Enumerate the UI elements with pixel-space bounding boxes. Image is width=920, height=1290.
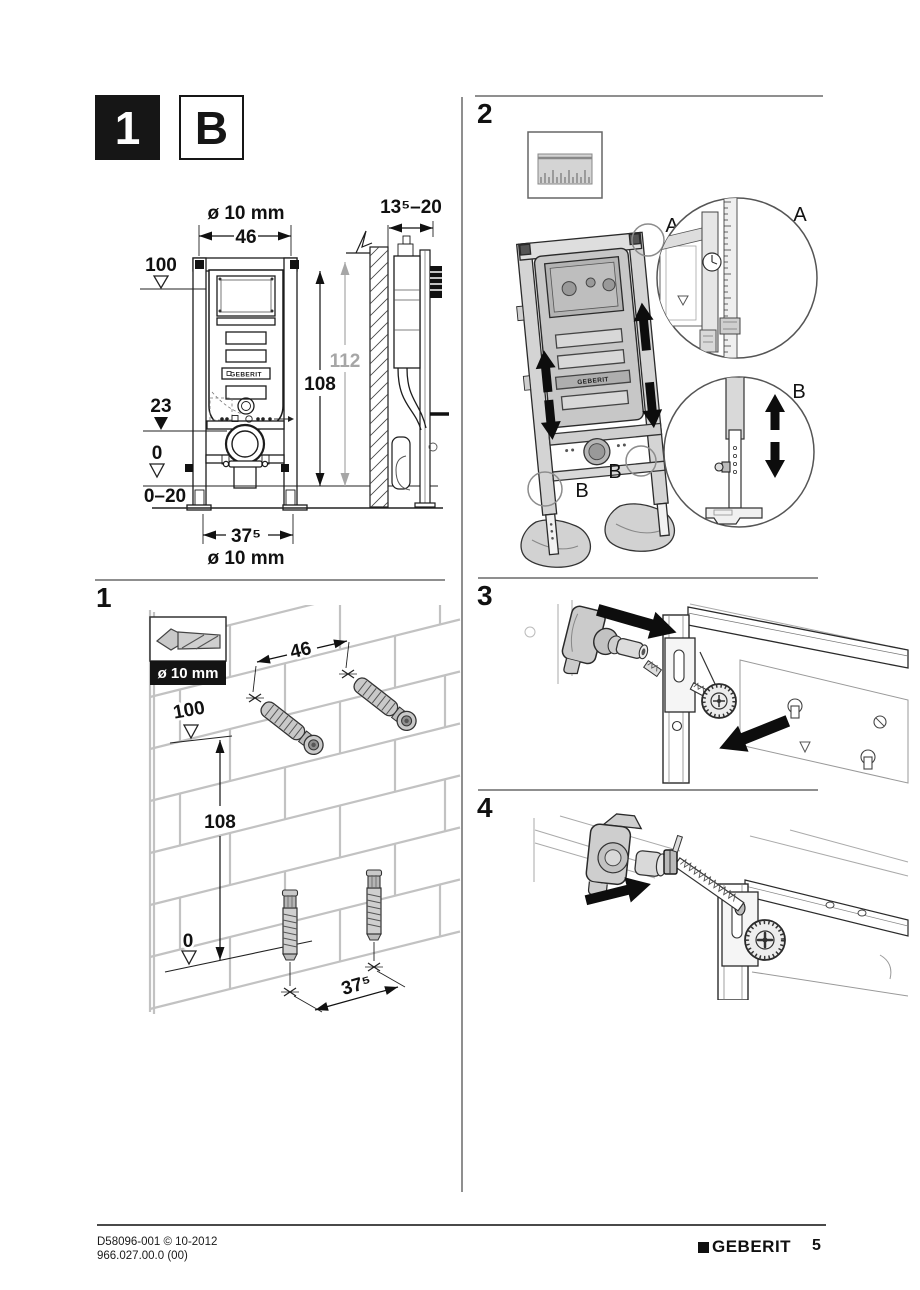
tape-measure-icon: [527, 131, 603, 199]
dim-23-label: 23: [150, 396, 171, 417]
frame-front-view: [185, 257, 308, 511]
mounting-frame: GEBERIT: [515, 231, 670, 556]
dimension-width-top: 46 ø 10 mm: [198, 203, 292, 256]
page-number: 5: [812, 1237, 821, 1254]
callout-circle-a: [631, 223, 665, 257]
callout-circle-b-left: [527, 471, 563, 507]
dim-100-label: 100: [145, 255, 177, 276]
section-1-figure: ø 10 mm 46 100 108: [148, 605, 461, 1015]
wall-bracket: [585, 813, 668, 896]
dimension-floor-spacing: 37⁵: [293, 969, 406, 1015]
geberit-logo-text: GEBERIT: [712, 1237, 792, 1256]
callout-b-right-label: B: [608, 461, 621, 483]
drill-bit-icon: [149, 616, 227, 685]
drill-size-badge: ø 10 mm: [158, 665, 219, 682]
adjustable-leg: [728, 429, 742, 509]
detail-b-label: B: [792, 381, 805, 403]
callout-circle-b-right: [625, 445, 657, 477]
push-arrow: [584, 877, 651, 906]
section-3-figure: [524, 600, 909, 784]
dimension-depth-range: 13⁵–20: [380, 197, 442, 237]
detail-circle-a: A: [656, 197, 818, 359]
frame-lower-panel: [751, 954, 909, 997]
floor-mark-left: [280, 987, 300, 997]
dim-drill-bottom-label: ø 10 mm: [207, 548, 284, 569]
frame-top-rail: [687, 606, 909, 669]
section-4-figure: [533, 813, 909, 1000]
divider-left: [95, 579, 445, 581]
detail-a-label: A: [793, 204, 807, 226]
dim-0-label: 0: [152, 443, 163, 464]
rod-stub: [643, 660, 663, 678]
dimension-level-0: 0: [180, 929, 198, 966]
footer-doc-code: D58096-001 © 10-2012: [97, 1236, 218, 1248]
knurled-nut: [701, 683, 737, 719]
dim-108-label: 108: [204, 812, 236, 833]
mounting-plate: [430, 266, 442, 298]
dim-drill-top-label: ø 10 mm: [207, 203, 284, 224]
divider-column: [461, 97, 463, 1192]
dimension-width-bottom: 37⁵ ø 10 mm: [202, 514, 294, 569]
callout-b-left-label: B: [575, 480, 588, 502]
divider-right-mid: [478, 577, 818, 579]
overview-dimension-figure: GEBERIT: [140, 197, 449, 569]
geberit-logo: GEBERIT: [698, 1237, 791, 1257]
frame-side-view: [346, 225, 449, 508]
dim-100-label: 100: [172, 697, 207, 723]
footer-rule: [97, 1224, 826, 1226]
adjust-arrows: [535, 302, 663, 440]
insert-arrows: [596, 604, 791, 752]
divider-top-right: [475, 95, 823, 97]
dim-depth-label: 13⁵–20: [380, 197, 442, 218]
floor-anchor-right: [365, 869, 383, 941]
leg-adjust-arrows: [765, 394, 785, 478]
variant-badge: B: [179, 95, 244, 160]
section-1-number: 1: [96, 582, 112, 613]
knurled-wheel: [744, 919, 786, 961]
frame-panel: [739, 659, 909, 784]
dimension-hole-spacing: 46: [252, 636, 350, 693]
dim-112-label: 112: [330, 351, 361, 372]
step-number: 1: [114, 101, 141, 154]
footer-doc-info: D58096-001 © 10-2012 966.027.00.0 (00): [97, 1235, 217, 1263]
frame-brand-label: GEBERIT: [577, 376, 609, 386]
section-4-number: 4: [477, 792, 493, 823]
wall-bracket: [561, 605, 649, 675]
dimension-height-108: 108: [202, 740, 238, 960]
cistern-brand-label: GEBERIT: [230, 372, 262, 379]
floor-mark-right: [364, 962, 384, 972]
foot-plate: [705, 507, 763, 525]
dim-108-label: 108: [304, 374, 336, 395]
step-number-badge: 1: [95, 95, 160, 160]
drill-hole-right: [338, 669, 358, 679]
dimension-height-108: 108: [304, 271, 336, 486]
detail-circle-b: B: [663, 376, 815, 528]
section-2-figure: GEBERIT A B B: [515, 131, 818, 568]
variant-letter: B: [194, 101, 229, 154]
section-2-number: 2: [477, 98, 493, 129]
dimension-height-112: 112: [330, 262, 361, 486]
frame-rail: [662, 614, 696, 784]
fastening-clip: [663, 834, 684, 875]
dimension-level-23: 23: [143, 396, 227, 432]
geberit-logo-square: [698, 1241, 709, 1253]
dimension-level-0: 0 0–20: [144, 443, 186, 507]
dimension-level-100: 100: [140, 255, 206, 290]
dim-46-label: 46: [288, 638, 313, 663]
drill-hole-left: [245, 693, 265, 703]
divider-right-low: [478, 789, 818, 791]
wall-break-symbol: [355, 230, 373, 254]
section-3-number: 3: [477, 580, 493, 611]
wall-hatching: [370, 247, 388, 507]
dim-0-label: 0: [183, 931, 194, 952]
footer-article-code: 966.027.00.0 (00): [97, 1250, 188, 1262]
floor-anchor-left: [281, 889, 299, 961]
dim-375-label: 37⁵: [231, 526, 261, 547]
dim-46-label: 46: [235, 227, 256, 248]
dim-0-20-label: 0–20: [144, 486, 186, 507]
